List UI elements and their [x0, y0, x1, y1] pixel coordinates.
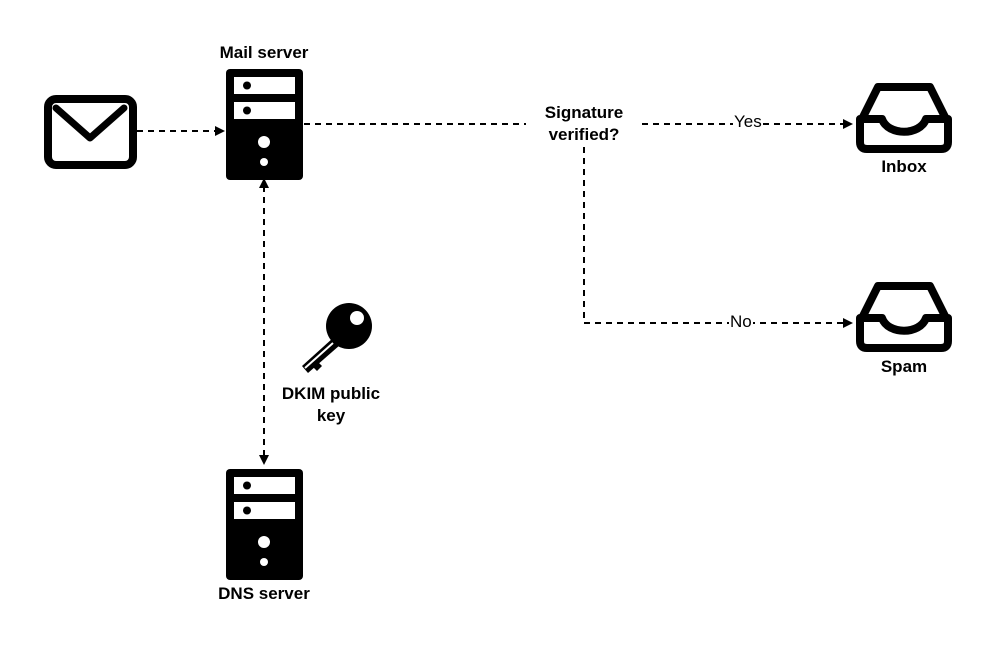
envelope-icon [44, 95, 137, 169]
inbox-tray-icon [856, 83, 952, 153]
dns-server-label: DNS server [218, 584, 310, 603]
edge-no-label: No [729, 312, 753, 331]
decision-label-line1: Signature [544, 103, 624, 122]
edge-no [583, 147, 853, 328]
server-icon [226, 69, 303, 180]
edge-yes-label: Yes [733, 112, 763, 131]
dkim-public-key-label: DKIM public key [270, 383, 392, 427]
key-icon [302, 303, 372, 373]
inbox-tray-icon [856, 282, 952, 352]
decision-label-line2: verified? [548, 125, 620, 144]
mail-server-label: Mail server [219, 43, 309, 62]
server-icon [226, 469, 303, 580]
dkim-label-line2: key [316, 406, 346, 425]
decision-label: Signature verified? [524, 102, 644, 146]
spam-label: Spam [880, 357, 928, 376]
inbox-label: Inbox [881, 157, 927, 176]
dkim-label-line1: DKIM public [281, 384, 381, 403]
